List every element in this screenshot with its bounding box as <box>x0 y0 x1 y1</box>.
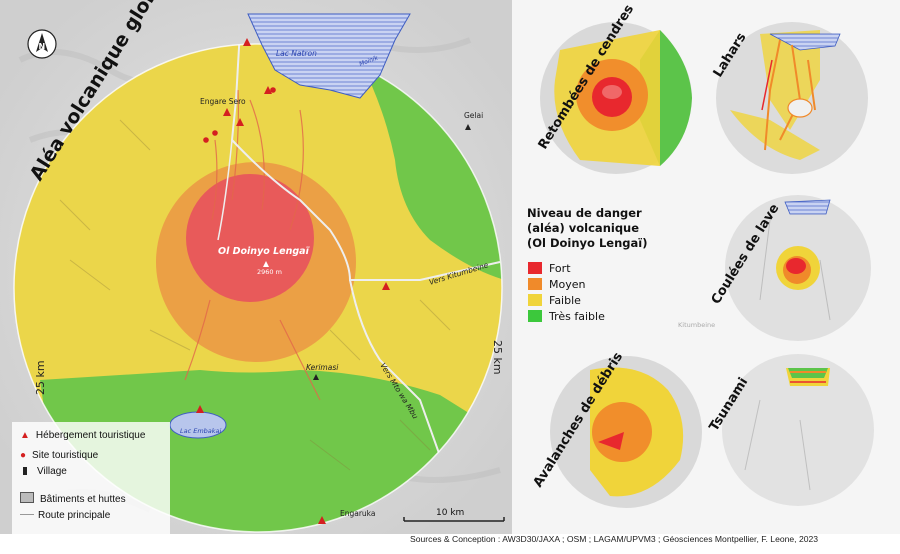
map-debris-avalanches <box>550 356 702 508</box>
map-tsunami <box>722 354 874 506</box>
label-kitumbeine-small: Kitumbeine <box>678 321 715 329</box>
danger-level-fort: Fort <box>528 262 571 275</box>
label-engaresero: Engare Sero <box>200 97 246 106</box>
lodge-marker <box>236 118 244 126</box>
label-lac-embakai: Lac Embakai <box>180 427 222 435</box>
village-gelai-marker <box>465 124 471 130</box>
lodge-icon: ▲ <box>20 430 30 441</box>
green-zone-east <box>360 60 502 280</box>
legend-row-hebergement: ▲Hébergement touristique <box>20 430 146 441</box>
map-lahars <box>716 22 868 174</box>
site-icon: ● <box>20 450 27 461</box>
scale-bar: 10 km <box>403 508 505 522</box>
swatch-tres-faible <box>528 310 542 322</box>
lodge-marker <box>264 86 272 94</box>
legend-row-batiments: Bâtiments et huttes <box>20 492 126 505</box>
danger-level-tres-faible: Très faible <box>528 310 605 323</box>
lake-natron <box>247 13 411 99</box>
lodge-marker <box>382 282 390 290</box>
label-kerimasi: Kerimasi <box>306 363 339 372</box>
main-road-south <box>349 279 447 532</box>
building-icon <box>20 492 34 503</box>
volcano-summit-marker <box>263 261 269 267</box>
main-road-north <box>230 44 501 281</box>
site-marker <box>203 137 209 143</box>
site-marker <box>212 130 218 136</box>
swatch-faible <box>528 294 542 306</box>
red-zone <box>186 174 314 302</box>
danger-legend-title: Niveau de danger (aléa) volcanique (Ol D… <box>527 206 648 250</box>
legend-row-site: ●Site touristique <box>20 450 99 461</box>
village-kerimasi-marker <box>313 374 319 380</box>
map-lava-flows <box>725 195 871 341</box>
lodge-marker <box>318 516 326 524</box>
label-gelai: Gelai <box>464 111 483 120</box>
radius-label-left: 25 km <box>34 360 47 395</box>
site-marker <box>270 87 276 93</box>
label-lac-natron: Lac Natron <box>276 49 317 58</box>
svg-text:10 km: 10 km <box>436 508 464 518</box>
label-altitude: 2960 m <box>257 268 282 276</box>
lodge-marker <box>243 38 251 46</box>
swatch-fort <box>528 262 542 274</box>
north-arrow-icon: N <box>27 29 57 59</box>
map-ash-fall <box>540 22 692 174</box>
swatch-moyen <box>528 278 542 290</box>
label-volcano: Ol Doinyo Lengaï <box>218 246 310 257</box>
danger-level-faible: Faible <box>528 294 581 307</box>
legend-row-village: Village <box>20 466 67 477</box>
lodge-marker <box>223 108 231 116</box>
village-icon <box>23 467 27 475</box>
road-icon <box>20 514 34 515</box>
lodge-marker <box>196 405 204 413</box>
sources-credit: Sources & Conception : AW3D30/JAXA ; OSM… <box>410 534 819 544</box>
map-legend: ▲Hébergement touristique ●Site touristiq… <box>12 422 170 534</box>
legend-row-route: Route principale <box>20 510 110 521</box>
danger-level-moyen: Moyen <box>528 278 585 291</box>
radius-label-right: 25 km <box>491 340 504 375</box>
label-engaruka: Engaruka <box>340 509 376 518</box>
svg-text:N: N <box>39 42 46 51</box>
